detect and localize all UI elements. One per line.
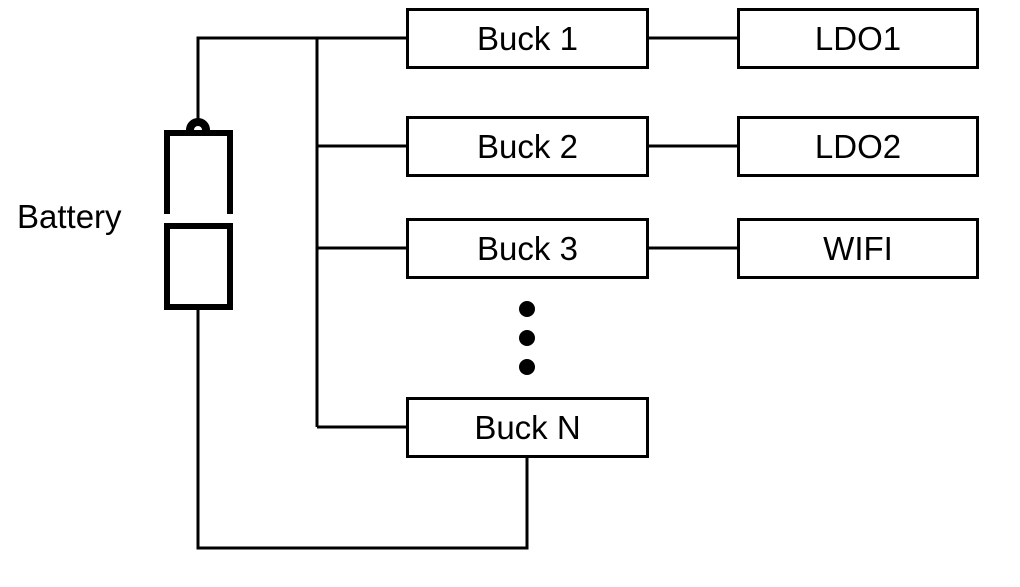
wire-battery-to-buck1 xyxy=(196,36,407,123)
node-buck-1: Buck 1 xyxy=(406,8,649,69)
node-wifi: WIFI xyxy=(737,218,979,279)
node-wifi-label: WIFI xyxy=(823,230,893,267)
ellipsis-dots-icon xyxy=(519,301,535,375)
node-ldo1-label: LDO1 xyxy=(814,20,902,57)
ellipsis-dot xyxy=(519,359,535,375)
node-buck-3: Buck 3 xyxy=(406,218,649,279)
node-buck-1-label: Buck 1 xyxy=(477,20,578,57)
ellipsis-dot xyxy=(519,330,535,346)
battery-label: Battery xyxy=(17,198,122,235)
ellipsis-dot xyxy=(519,301,535,317)
battery-top-cell xyxy=(164,130,233,214)
node-buck-2-label: Buck 2 xyxy=(477,128,578,165)
node-ldo2-label: LDO2 xyxy=(814,128,902,165)
node-ldo1: LDO1 xyxy=(737,8,979,69)
node-buck-2: Buck 2 xyxy=(406,116,649,177)
node-buck-n: Buck N xyxy=(406,397,649,458)
node-buck-3-label: Buck 3 xyxy=(477,230,578,267)
battery-terminal-icon xyxy=(186,118,210,131)
battery-bottom-cell xyxy=(164,223,233,310)
node-buck-n-label: Buck N xyxy=(474,409,581,446)
battery-symbol xyxy=(164,118,233,310)
wire-return-path xyxy=(196,307,529,550)
node-ldo2: LDO2 xyxy=(737,116,979,177)
